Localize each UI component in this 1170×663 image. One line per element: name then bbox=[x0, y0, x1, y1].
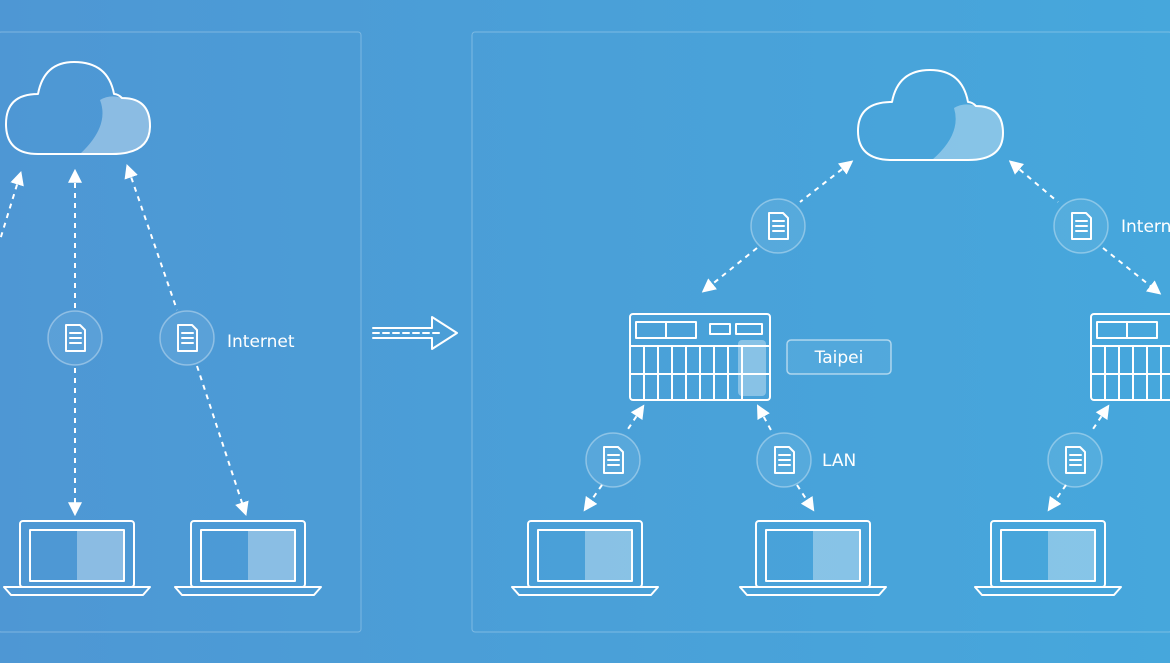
location-label-taipei: Taipei bbox=[814, 348, 864, 368]
document-icon bbox=[585, 432, 641, 488]
internet-label: Internet bbox=[227, 332, 295, 352]
connection-line bbox=[701, 247, 758, 293]
connection-line bbox=[583, 484, 603, 512]
internet-label: Intern bbox=[1121, 217, 1170, 237]
laptop-icon bbox=[974, 520, 1122, 596]
laptop-icon bbox=[739, 520, 887, 596]
connection-line bbox=[1090, 404, 1110, 433]
connection-line bbox=[796, 484, 815, 512]
connection-line bbox=[124, 164, 178, 311]
connection-line bbox=[1102, 247, 1162, 295]
connection-line bbox=[756, 404, 773, 433]
connection-line bbox=[196, 365, 249, 516]
document-icon bbox=[1053, 198, 1109, 254]
right-arrow-icon bbox=[372, 316, 458, 350]
laptop-icon bbox=[3, 520, 151, 596]
nas-server-icon bbox=[629, 313, 771, 401]
document-icon bbox=[1047, 432, 1103, 488]
laptop-icon bbox=[174, 520, 322, 596]
document-icon bbox=[750, 198, 806, 254]
document-icon bbox=[47, 310, 103, 366]
cloud-icon bbox=[5, 61, 151, 155]
connection-line bbox=[0, 170, 24, 241]
laptop-icon bbox=[511, 520, 659, 596]
cloud-icon bbox=[857, 69, 1004, 161]
connection-line bbox=[799, 160, 854, 203]
left-panel bbox=[0, 31, 362, 633]
lan-label: LAN bbox=[822, 451, 856, 471]
connection-line bbox=[1008, 160, 1059, 203]
nas-server-icon bbox=[1090, 313, 1170, 401]
document-icon bbox=[756, 432, 812, 488]
document-icon bbox=[159, 310, 215, 366]
connection-line bbox=[1047, 484, 1067, 512]
connection-line bbox=[625, 404, 645, 433]
location-tag: Taipei bbox=[786, 339, 892, 375]
right-panel bbox=[471, 31, 1170, 633]
